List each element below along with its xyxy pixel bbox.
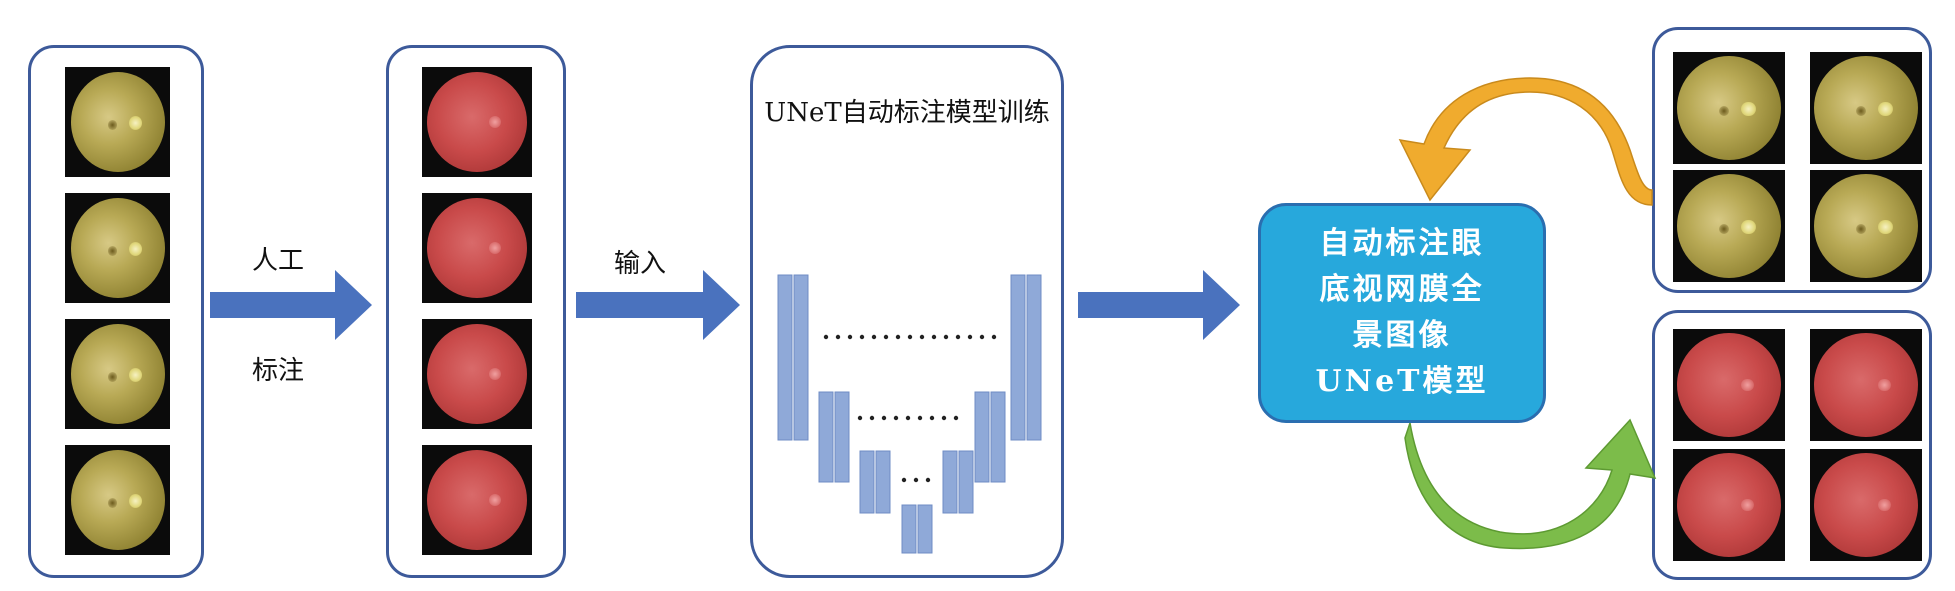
output-labeled-fundus-image — [1810, 449, 1922, 561]
raw-fundus-image — [65, 319, 170, 429]
output-raw-fundus-image — [1810, 170, 1922, 282]
arrow-feedback-orange — [1398, 77, 1653, 206]
output-raw-fundus-image — [1673, 52, 1785, 164]
raw-fundus-image — [65, 193, 170, 303]
arrow-to-model — [1078, 270, 1240, 340]
output-labeled-fundus-image — [1673, 449, 1785, 561]
arrow-manual-label — [210, 270, 372, 340]
output-raw-images-panel — [1652, 27, 1932, 293]
unet-skip-dots — [823, 334, 997, 483]
labeled-images-panel — [386, 45, 566, 578]
raw-images-panel — [28, 45, 204, 578]
labeled-fundus-image — [422, 319, 532, 429]
unet-training-title: UNeT自动标注模型训练 — [764, 98, 1050, 128]
output-labeled-fundus-image — [1810, 329, 1922, 441]
unet-model-box: 自动标注眼底视网膜全景图像UNeT模型 — [1258, 203, 1546, 423]
edge-label-input: 输入 — [614, 249, 667, 279]
edge-label-manual-top: 人工 — [252, 246, 305, 276]
labeled-fundus-image — [422, 445, 532, 555]
arrow-output-green — [1404, 418, 1657, 550]
output-raw-fundus-image — [1673, 170, 1785, 282]
arrow-input — [576, 270, 740, 340]
unet-model-title: 自动标注眼底视网膜全景图像UNeT模型 — [1315, 226, 1489, 399]
output-raw-fundus-image — [1810, 52, 1922, 164]
labeled-fundus-image — [422, 193, 532, 303]
labeled-fundus-image — [422, 67, 532, 177]
output-labeled-images-panel — [1652, 310, 1932, 580]
output-labeled-fundus-image — [1673, 329, 1785, 441]
raw-fundus-image — [65, 445, 170, 555]
unet-architecture-icon — [777, 274, 1042, 554]
edge-label-manual-bottom: 标注 — [252, 356, 305, 386]
raw-fundus-image — [65, 67, 170, 177]
